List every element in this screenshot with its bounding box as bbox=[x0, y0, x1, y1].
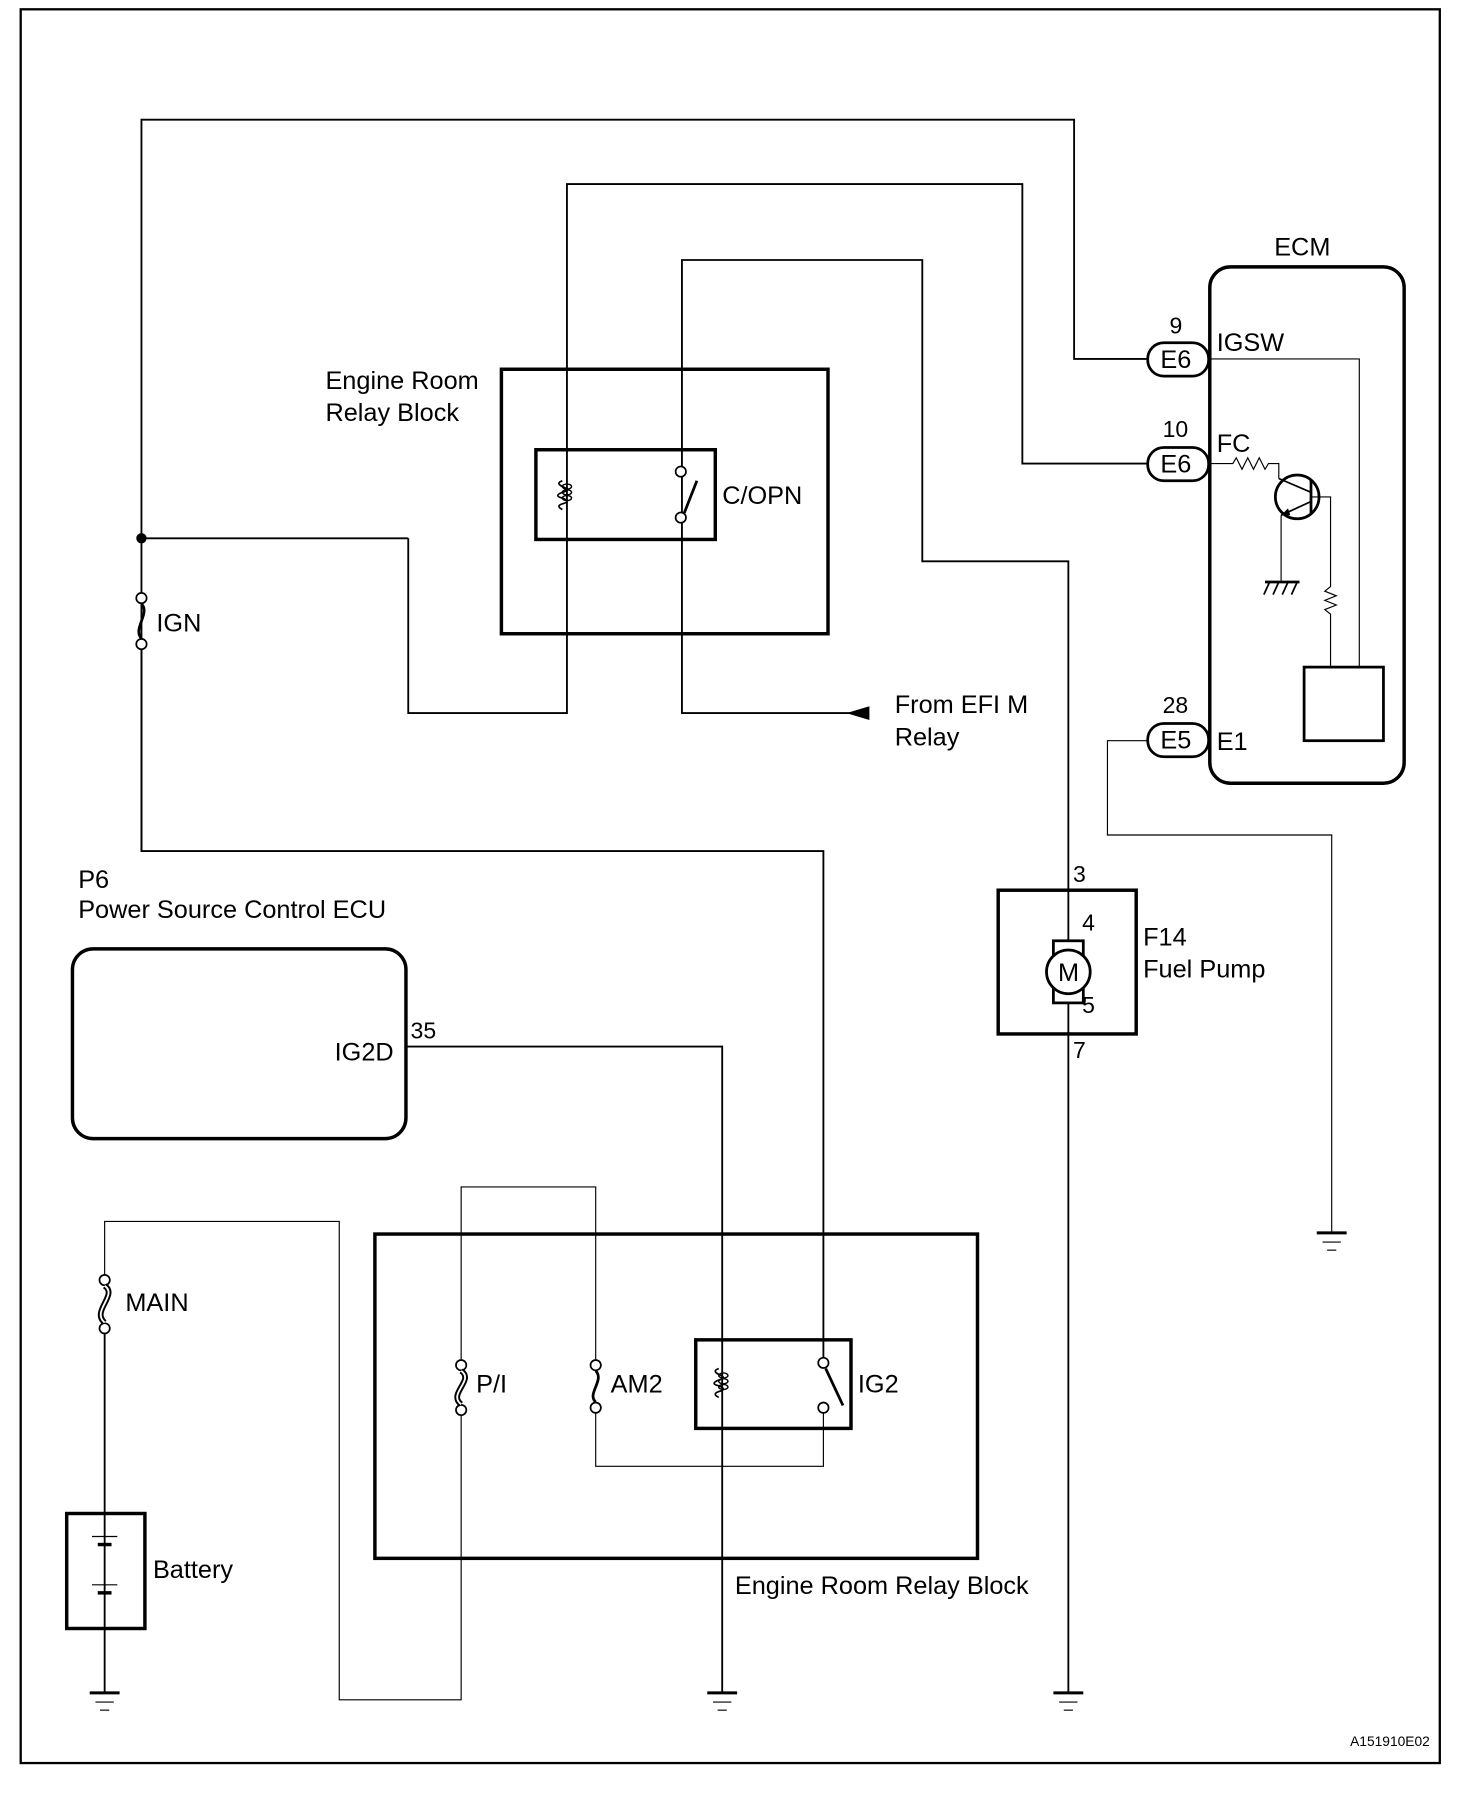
pin-number-9: 9 bbox=[1170, 313, 1183, 339]
ecm-box bbox=[1208, 265, 1406, 785]
wire-am2-to-ig2 bbox=[595, 1407, 824, 1467]
ig2-relay-coil-icon bbox=[713, 1367, 729, 1399]
power-ecu-connector: P6 bbox=[78, 866, 109, 894]
am2-fuse-label: AM2 bbox=[611, 1371, 663, 1399]
ecm-title: ECM bbox=[1274, 233, 1330, 261]
fuel-pump-name: Fuel Pump bbox=[1143, 956, 1265, 984]
battery-icon bbox=[92, 1535, 118, 1595]
pi-fuse-label: P/I bbox=[476, 1371, 507, 1399]
copn-relay-label: C/OPN bbox=[722, 482, 802, 510]
terminal-fc-label: FC bbox=[1217, 430, 1251, 458]
ground-icon-ig2-coil bbox=[707, 1691, 738, 1711]
ign-fuse-label: IGN bbox=[156, 609, 201, 637]
pin-number-10: 10 bbox=[1163, 416, 1189, 442]
copn-relay-switch-icon bbox=[674, 465, 699, 524]
wire-ig2d-to-coil bbox=[405, 1045, 724, 1693]
efi-arrow-icon bbox=[846, 706, 870, 720]
wire-relay-coil-to-fc bbox=[407, 183, 1150, 715]
relay-block-top-title-2: Relay Block bbox=[325, 399, 459, 427]
diagram-frame bbox=[19, 8, 1441, 1765]
efi-source-line-1: From EFI M bbox=[895, 691, 1029, 719]
terminal-ig2d-label: IG2D bbox=[335, 1038, 394, 1066]
motor-icon: M bbox=[1045, 939, 1092, 1005]
pin-number-28: 28 bbox=[1163, 692, 1189, 718]
connector-e6-pin9: E6 bbox=[1146, 341, 1211, 378]
relay-block-top bbox=[499, 367, 830, 636]
ig2-relay-label: IG2 bbox=[858, 1371, 899, 1399]
fuel-pump-pin-4: 4 bbox=[1082, 909, 1095, 935]
pi-fuse-icon bbox=[454, 1359, 468, 1417]
wire-ign-to-igsw bbox=[140, 118, 1150, 852]
svg-text:E5: E5 bbox=[1160, 727, 1191, 755]
copn-relay-coil-icon bbox=[556, 479, 573, 511]
wire-battery-main bbox=[104, 1220, 462, 1701]
relay-block-bottom-title: Engine Room Relay Block bbox=[735, 1572, 1029, 1600]
fuel-pump-box bbox=[996, 888, 1138, 1036]
ground-icon-fuel-pump bbox=[1053, 1691, 1084, 1711]
efi-source-line-2: Relay bbox=[895, 723, 960, 751]
connector-e5-pin28: E5 bbox=[1146, 722, 1211, 759]
svg-text:M: M bbox=[1058, 959, 1079, 987]
power-ecu-box bbox=[70, 947, 408, 1141]
relay-block-bottom bbox=[373, 1232, 980, 1561]
svg-text:E6: E6 bbox=[1160, 451, 1191, 479]
wire-ign-to-ig2-relay bbox=[140, 644, 825, 1358]
fuel-pump-pin-5: 5 bbox=[1082, 992, 1095, 1018]
terminal-e1-label: E1 bbox=[1217, 728, 1248, 756]
wire-efi-to-fuel-pump bbox=[681, 259, 1070, 1693]
ecm-internal-circuit bbox=[1209, 358, 1385, 743]
fuel-pump-connector: F14 bbox=[1143, 923, 1187, 951]
chassis-ground-icon bbox=[1263, 580, 1300, 596]
wire-pi-am2 bbox=[460, 1186, 597, 1360]
battery-box bbox=[64, 1511, 147, 1631]
ground-icon-battery bbox=[89, 1691, 120, 1711]
ig2-relay-switch-icon bbox=[817, 1356, 845, 1414]
power-ecu-name: Power Source Control ECU bbox=[78, 896, 386, 924]
relay-block-top-title-1: Engine Room bbox=[325, 367, 478, 395]
ig2-relay bbox=[694, 1338, 853, 1431]
am2-fuse-icon bbox=[589, 1359, 602, 1414]
copn-relay bbox=[534, 448, 718, 542]
svg-text:E6: E6 bbox=[1160, 346, 1191, 374]
connector-e6-pin10: E6 bbox=[1146, 446, 1211, 483]
ign-fuse-icon bbox=[135, 592, 148, 651]
fuel-pump-pin-3: 3 bbox=[1073, 861, 1086, 887]
terminal-igsw-label: IGSW bbox=[1217, 329, 1285, 357]
wire-e1-ground bbox=[1106, 740, 1333, 1233]
battery-label: Battery bbox=[153, 1556, 233, 1584]
ground-icon-ecm-e1 bbox=[1316, 1231, 1347, 1251]
junction-dot bbox=[136, 533, 147, 544]
main-fuse-icon bbox=[97, 1274, 112, 1335]
fuel-pump-pin-7: 7 bbox=[1073, 1037, 1086, 1063]
drawing-id: A151910E02 bbox=[1350, 1734, 1430, 1749]
pin-number-35: 35 bbox=[411, 1018, 437, 1044]
main-fuse-label: MAIN bbox=[125, 1289, 188, 1317]
